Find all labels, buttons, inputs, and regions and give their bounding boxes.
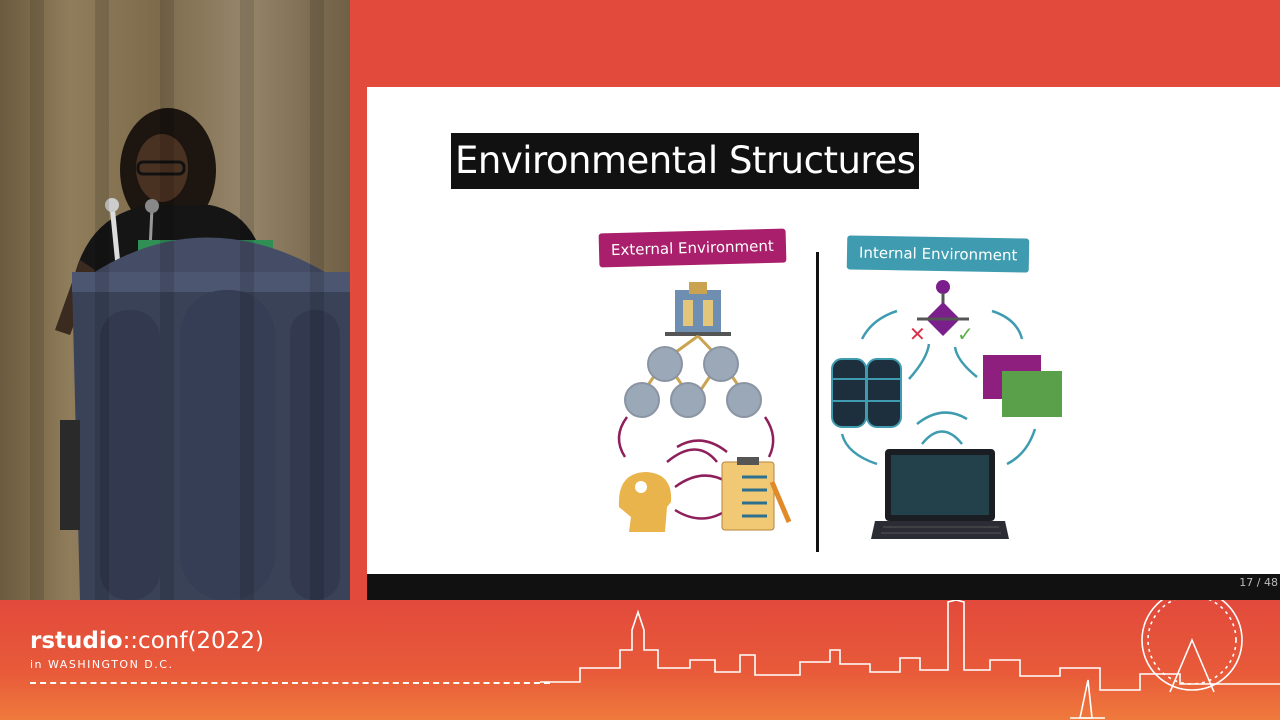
folder-icon — [983, 355, 1062, 417]
speaker-video — [0, 0, 350, 600]
slide-bottom-bar: 17 / 48 — [367, 574, 1280, 600]
washington-skyline-graphic — [540, 600, 1280, 719]
building-icon — [665, 282, 731, 336]
internal-environment-illustration: ✕ ✓ — [831, 280, 1062, 539]
database-icon — [831, 358, 902, 428]
dashed-line — [30, 682, 550, 684]
conference-brand: rstudio::conf(2022) — [30, 628, 264, 654]
people-circles — [624, 346, 762, 418]
svg-text:✕: ✕ — [909, 322, 926, 346]
conference-footer: rstudio::conf(2022) in WASHINGTON D.C. — [0, 600, 1280, 720]
decision-icon: ✕ ✓ — [909, 280, 974, 346]
column-divider — [816, 252, 819, 552]
laptop-icon — [871, 449, 1009, 539]
slide-number: 17 / 48 — [1239, 576, 1278, 589]
presentation-slide: Environmental Structures External Enviro… — [367, 87, 1280, 600]
brand-suffix: ::conf(2022) — [122, 628, 264, 654]
external-environment-banner: External Environment — [598, 228, 787, 268]
idea-head-icon — [618, 472, 672, 532]
brand-name: rstudio — [30, 628, 123, 654]
internal-environment-banner: Internal Environment — [846, 235, 1030, 273]
location-prefix: in — [30, 658, 44, 671]
slide-title: Environmental Structures — [451, 133, 920, 189]
checklist-icon — [721, 457, 792, 531]
speaker-scene — [55, 108, 350, 600]
conference-location: in WASHINGTON D.C. — [30, 658, 173, 671]
location-name: WASHINGTON D.C. — [48, 658, 174, 671]
svg-text:✓: ✓ — [957, 322, 974, 346]
external-environment-illustration — [617, 282, 792, 532]
flow-arrows — [840, 309, 1037, 466]
